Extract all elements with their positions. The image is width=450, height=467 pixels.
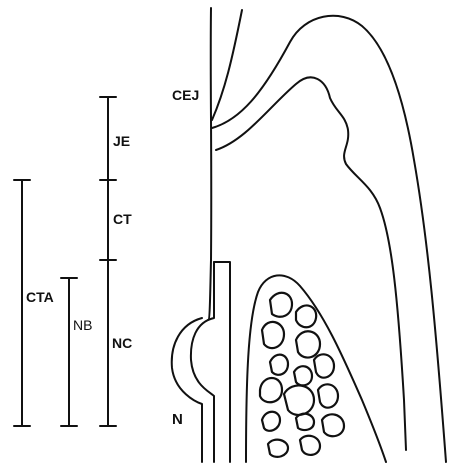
nb-label: NB	[73, 317, 92, 333]
n-label: N	[172, 411, 183, 428]
alveolar-bone	[246, 275, 386, 462]
nc-label: NC	[112, 335, 132, 351]
ct-label: CT	[113, 211, 132, 227]
je-label: JE	[113, 133, 130, 149]
cta-label: CTA	[26, 289, 54, 305]
cej-label: CEJ	[172, 87, 199, 103]
tooth-root	[172, 8, 230, 462]
measurement-bars	[14, 97, 116, 426]
nb-bar	[61, 278, 77, 426]
